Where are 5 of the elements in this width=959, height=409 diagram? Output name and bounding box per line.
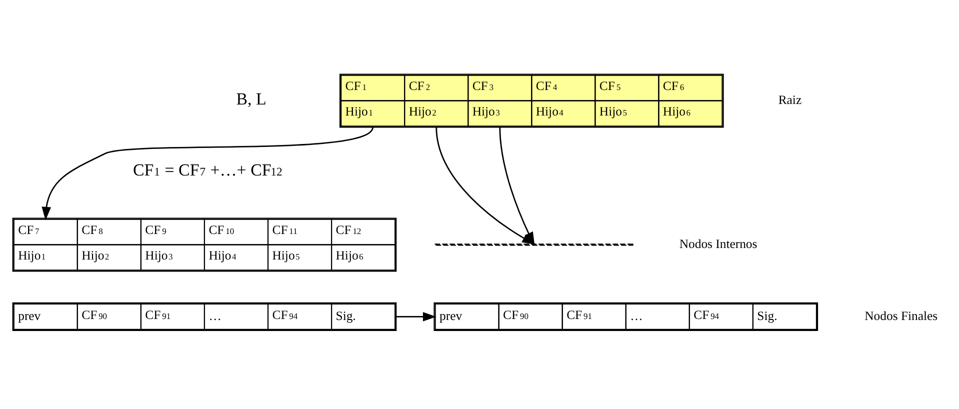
label: Raiz <box>778 92 802 106</box>
label: Nodos Finales <box>864 308 938 322</box>
label: CF1 = CF7 +…+ CF12 <box>133 160 282 180</box>
label: Nodos Internos <box>679 236 758 250</box>
label: B, L <box>236 89 266 108</box>
